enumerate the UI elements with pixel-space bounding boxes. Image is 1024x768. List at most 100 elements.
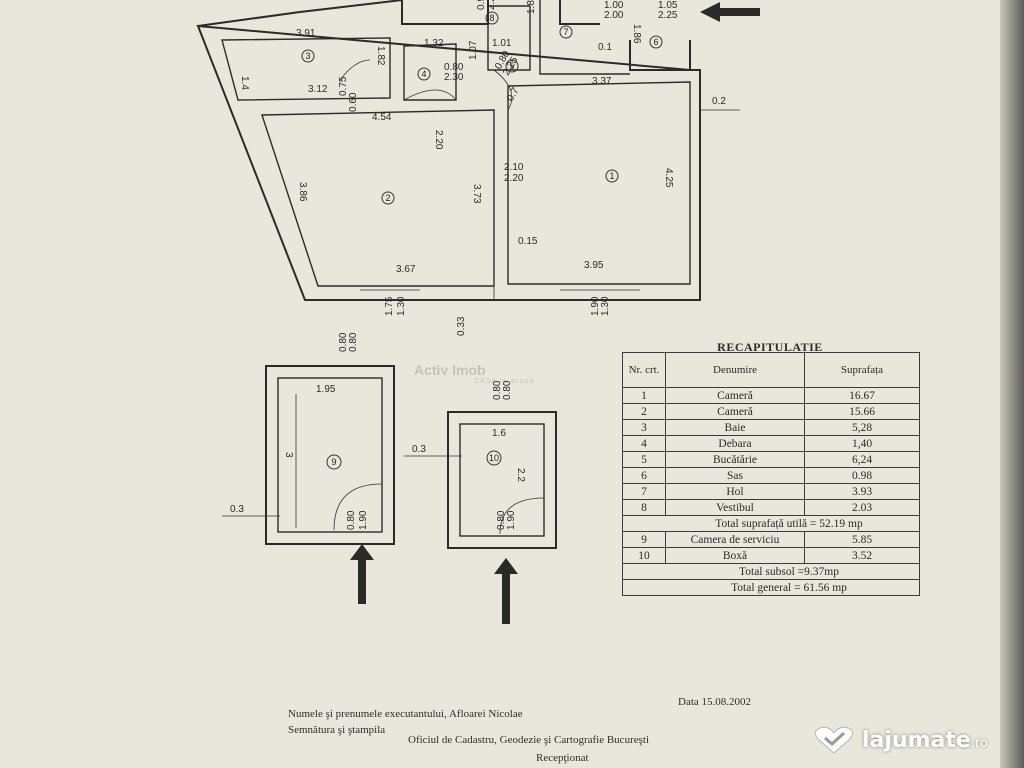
cell-area: 1,40 (804, 435, 920, 452)
dim-label: 1.01 (492, 38, 512, 49)
office-name: Oficiul de Cadastru, Geodezie şi Cartogr… (408, 734, 650, 746)
cell-name: Cameră (665, 387, 805, 404)
room-number-3: 3 (305, 51, 310, 61)
dim-label: 0.80 (346, 510, 357, 530)
dim-label: 0.33 (456, 316, 467, 336)
dim-label: 0.1 (598, 42, 612, 53)
table-total-row: Total general = 61.56 mp (622, 579, 920, 596)
cell-nr: 4 (622, 435, 666, 452)
room-number-2: 2 (385, 193, 390, 203)
dim-label: 0.3 (230, 504, 244, 515)
dim-label: 1.86 (631, 24, 642, 44)
cell-name: Vestibul (665, 499, 805, 516)
dim-label: 0.75 (338, 76, 349, 96)
cell-area: 2.03 (804, 499, 920, 516)
watermark-text: Activ Imob (414, 362, 486, 378)
dim-label: 3 (283, 452, 294, 458)
dim-label: 1.30 (396, 296, 407, 316)
apartment-walls (196, 0, 740, 301)
dim-label: 4.54 (372, 112, 392, 123)
room-number-4: 4 (421, 69, 426, 79)
dim-label: 0.3 (412, 444, 426, 455)
dim-label: 1.90 (358, 510, 369, 530)
dim-label: 1.32 (424, 38, 444, 49)
table-total-row: Total suprafață utilă = 52.19 mp (622, 515, 920, 532)
dim-label: 2.20 (433, 130, 444, 150)
cell-name: Bucătărie (665, 451, 805, 468)
entrance-arrow-room-10 (494, 558, 518, 624)
dim-label: 0.80 (502, 380, 513, 400)
table-total-row: Total subsol =9.37mp (622, 563, 920, 580)
dim-label: 0.60 (348, 92, 359, 112)
dim-label: 1.95 (316, 384, 336, 395)
dim-label: 3.67 (396, 264, 416, 275)
dim-label: 2.25 (658, 10, 678, 21)
total-util-cell: Total suprafață utilă = 52.19 mp (622, 515, 920, 532)
dim-label: 2.20 (486, 0, 497, 10)
watermark-subtext: CASA ta acasa (474, 378, 535, 385)
dim-label: 1.4 (239, 76, 250, 90)
dim-label: 1.82 (375, 46, 386, 66)
dim-label: 2.30 (444, 72, 464, 83)
annex-room-9: 9 0.80 0.80 1.95 3 0.3 0.80 1.90 (222, 332, 395, 545)
cell-nr: 5 (622, 451, 666, 468)
dim-label: 1.75 (384, 296, 395, 316)
dim-label: 2.10 (504, 162, 524, 173)
dim-label: 0.80 (444, 62, 464, 73)
heart-check-icon (814, 726, 854, 754)
cell-area: 3.52 (804, 547, 920, 564)
dim-label: 3.73 (471, 184, 482, 204)
cell-nr: 2 (622, 403, 666, 420)
dim-label: 1.07 (468, 40, 479, 60)
cell-area: 6,24 (804, 451, 920, 468)
cell-name: Sas (665, 467, 805, 484)
cell-nr: 6 (622, 467, 666, 484)
reception-label: Recepţionat (536, 752, 589, 764)
annex-room-10: 10 0.80 0.80 1.6 0.3 2.2 0.80 1.90 (404, 380, 557, 549)
executant-name: Numele şi prenumele executantului, Afloa… (288, 708, 523, 720)
cell-name: Cameră (665, 403, 805, 420)
cell-area: 5,28 (804, 419, 920, 436)
dim-label: 2.2 (515, 468, 526, 482)
cell-area: 0.98 (804, 467, 920, 484)
room-number-6: 6 (653, 37, 658, 47)
column-header-area: Suprafața (804, 352, 920, 388)
cell-area: 5.85 (804, 531, 920, 548)
column-header-name: Denumire (665, 352, 805, 388)
dim-label: 0.80 (338, 332, 349, 352)
entrance-arrow-top (700, 2, 760, 22)
room-number-5: 5 (509, 61, 514, 71)
room-number-7: 7 (563, 27, 568, 37)
cell-nr: 10 (622, 547, 666, 564)
cell-name: Hol (665, 483, 805, 500)
dim-label: 3.86 (297, 182, 308, 202)
signature-label: Semnătura şi ştampila (288, 724, 386, 736)
dim-label: 3.95 (584, 260, 604, 271)
cell-nr: 1 (622, 387, 666, 404)
room-number-1: 1 (609, 171, 614, 181)
dim-label: 0.80 (492, 380, 503, 400)
dim-label: 3.37 (592, 76, 612, 87)
total-general-cell: Total general = 61.56 mp (622, 579, 920, 596)
cell-name: Baie (665, 419, 805, 436)
cell-nr: 8 (622, 499, 666, 516)
room-number-8: 8 (489, 13, 494, 23)
dim-label: 1.6 (492, 428, 506, 439)
room-markers: 1 2 3 4 5 6 7 8 (301, 11, 663, 205)
cell-nr: 3 (622, 419, 666, 436)
dim-label: 0.90 (476, 0, 487, 10)
dim-label: 1.00 (604, 0, 624, 11)
dim-label: 3.12 (308, 84, 328, 95)
dim-label: 1.90 (506, 510, 517, 530)
cell-area: 3.93 (804, 483, 920, 500)
photo-edge-shadow (1000, 0, 1024, 768)
dim-label: 0.80 (348, 332, 359, 352)
